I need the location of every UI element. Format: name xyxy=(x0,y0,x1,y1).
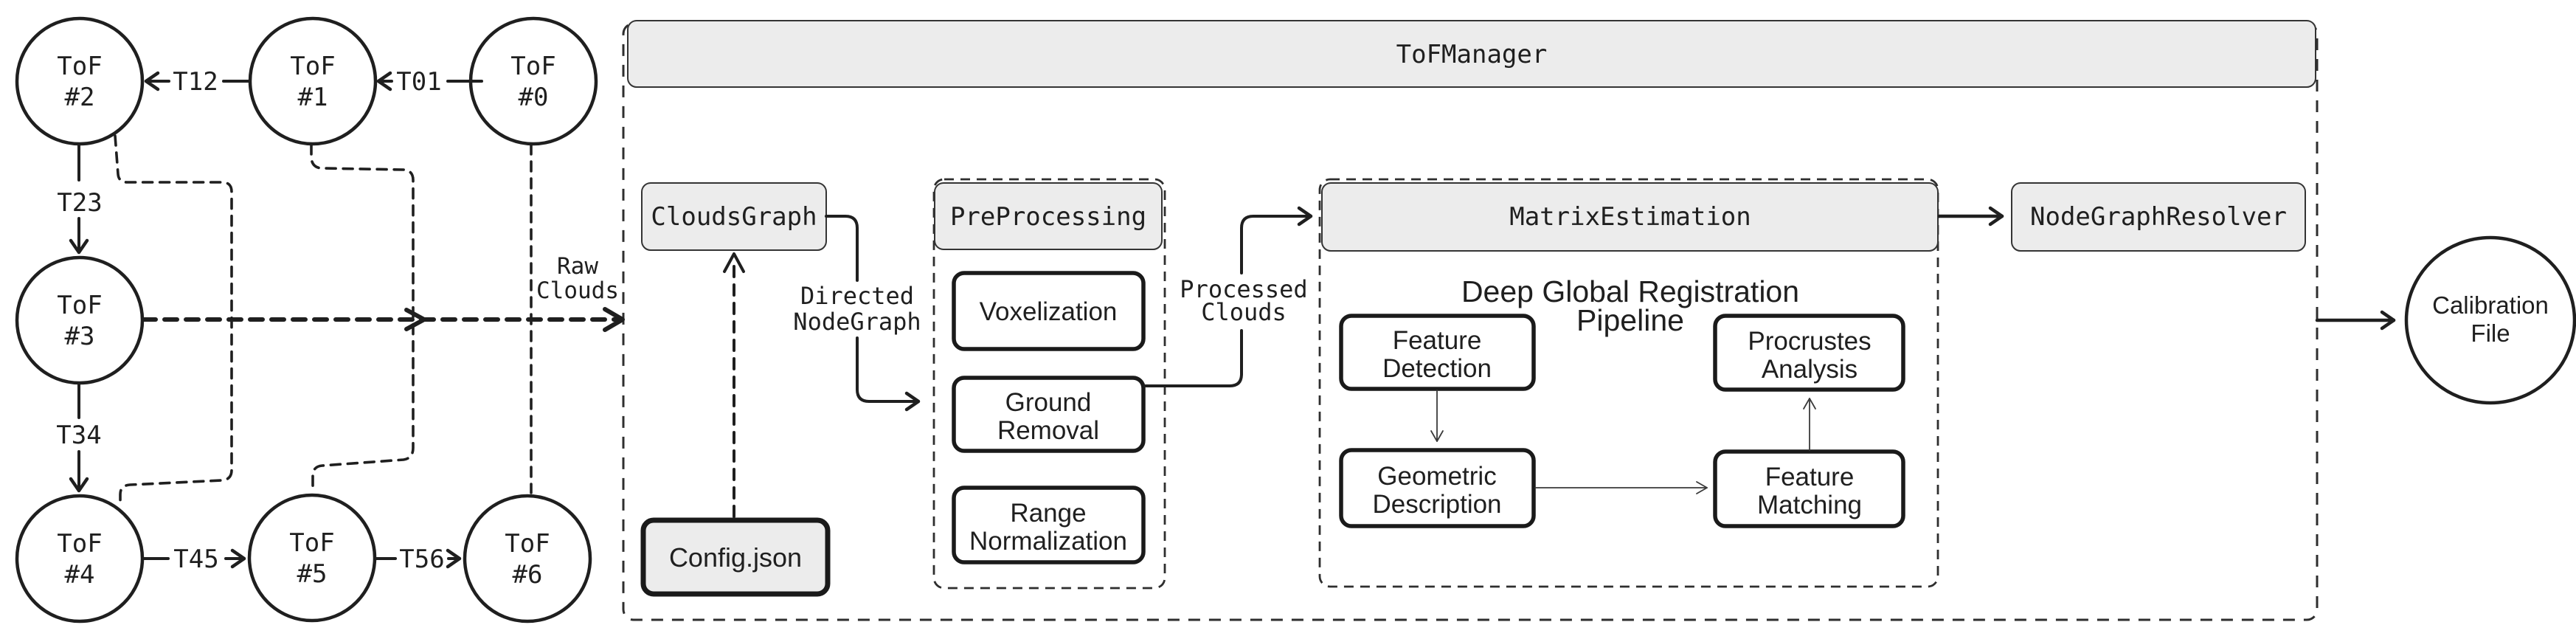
ground-removal-box xyxy=(952,376,1146,453)
node-tof5 xyxy=(247,493,377,623)
config-json-box xyxy=(640,517,831,597)
matrix-estimation-title: MatrixEstimation xyxy=(1509,202,1751,232)
node-tof0-line2: #0 xyxy=(519,83,549,112)
edge-t01-label: T01 xyxy=(396,67,441,97)
nodegraphresolver-label: NodeGraphResolver xyxy=(2030,202,2287,232)
config-json-label: Config.json xyxy=(669,542,802,573)
edge-t45-label: T45 xyxy=(173,545,218,574)
feature-matching-box xyxy=(1713,449,1905,528)
preprocessing-title: PreProcessing xyxy=(950,202,1146,232)
dgr-pipeline-title-line2: Pipeline xyxy=(1576,303,1684,337)
transform-edges: T01 T12 T23 T34 T45 T56 xyxy=(56,67,483,574)
node-tof2-line1: ToF xyxy=(57,52,102,81)
tofmanager-title: ToFManager xyxy=(1396,40,1548,69)
nodegraphresolver-box xyxy=(2011,182,2306,252)
feature-matching-label-line1: Feature xyxy=(1765,463,1855,491)
raw-clouds-mid-arrowhead xyxy=(404,308,426,331)
node-tof1-line1: ToF xyxy=(290,52,335,81)
processed-clouds-label-line2: Clouds xyxy=(1201,298,1287,326)
node-tof5-line1: ToF xyxy=(289,528,334,558)
node-tof6 xyxy=(463,494,592,624)
config-edge-arrowhead xyxy=(723,252,745,273)
procrustes-analysis-label-line2: Analysis xyxy=(1762,355,1857,384)
range-normalization-label-line2: Normalization xyxy=(969,527,1127,556)
dgr-pipeline-title-line1: Deep Global Registration xyxy=(1461,274,1799,308)
node-tof4-line1: ToF xyxy=(57,529,102,559)
node-tof6-line2: #6 xyxy=(513,560,543,590)
raw-clouds-label-line1: Raw xyxy=(557,253,598,280)
processed-clouds-edge-lower xyxy=(1143,329,1243,387)
cloudsgraph-label: CloudsGraph xyxy=(651,202,817,232)
calibration-file-label-line2: File xyxy=(2471,320,2510,347)
processed-clouds-edge-upper xyxy=(1240,206,1313,274)
ground-removal-label-line1: Ground xyxy=(1005,388,1092,417)
directed-nodegraph-edge-upper xyxy=(825,215,859,282)
node-tof3-line1: ToF xyxy=(57,291,102,320)
calibration-file-label-line1: Calibration xyxy=(2432,291,2549,319)
geometric-description-label-line1: Geometric xyxy=(1377,462,1496,491)
directed-nodegraph-label-line2: NodeGraph xyxy=(793,308,921,336)
procrustes-analysis-label-line1: Procrustes xyxy=(1748,327,1871,356)
range-normalization-box xyxy=(952,486,1146,564)
node-tof2 xyxy=(15,16,145,146)
node-tof3 xyxy=(15,255,145,385)
raw-clouds-label-line2: Clouds xyxy=(536,277,619,304)
node-tof0 xyxy=(468,16,598,146)
matrix-estimation-container xyxy=(1318,178,1939,588)
node-tof1-line2: #1 xyxy=(298,83,328,112)
feature-detection-box xyxy=(1339,314,1536,391)
node-tof1 xyxy=(248,16,378,146)
feature-matching-label-line2: Matching xyxy=(1757,491,1862,519)
tofmanager-header xyxy=(627,20,2316,88)
procrustes-analysis-box xyxy=(1713,314,1905,392)
sensor-graph: ToF #2 ToF #1 ToF #0 ToF #3 ToF #4 ToF #… xyxy=(15,16,598,624)
node-tof5-line2: #5 xyxy=(297,559,328,589)
edge-t34-label: T34 xyxy=(56,421,101,450)
cloud-routes: Raw Clouds xyxy=(114,134,625,508)
node-tof0-line1: ToF xyxy=(510,52,555,81)
raw-clouds-end-arrowhead xyxy=(603,307,625,332)
geometric-description-box xyxy=(1339,448,1536,528)
node-tof6-line1: ToF xyxy=(505,529,550,559)
edge-t56-label: T56 xyxy=(399,545,444,574)
edge-t12-label: T12 xyxy=(173,67,218,97)
voxelization-box xyxy=(952,271,1146,351)
ground-removal-label-line2: Removal xyxy=(997,416,1099,445)
calibration-file-node xyxy=(2404,235,2576,405)
node-tof2-line2: #2 xyxy=(65,83,95,112)
feature-detection-label-line1: Feature xyxy=(1393,326,1482,355)
preprocessing-container xyxy=(932,178,1166,590)
directed-nodegraph-edge-lower xyxy=(856,336,921,412)
node-tof4-line2: #4 xyxy=(65,560,95,590)
range-normalization-label-line1: Range xyxy=(1010,499,1086,528)
voxelization-label: Voxelization xyxy=(980,297,1118,326)
feature-detection-label-line2: Detection xyxy=(1382,354,1492,383)
node-tof3-line2: #3 xyxy=(65,322,95,351)
processed-clouds-label-line1: Processed xyxy=(1180,275,1307,303)
geometric-description-label-line2: Description xyxy=(1372,490,1501,519)
edge-t23-label: T23 xyxy=(57,188,102,218)
preprocessing-header xyxy=(934,182,1163,250)
node-tof4 xyxy=(15,494,145,624)
directed-nodegraph-label-line1: Directed xyxy=(800,282,914,310)
